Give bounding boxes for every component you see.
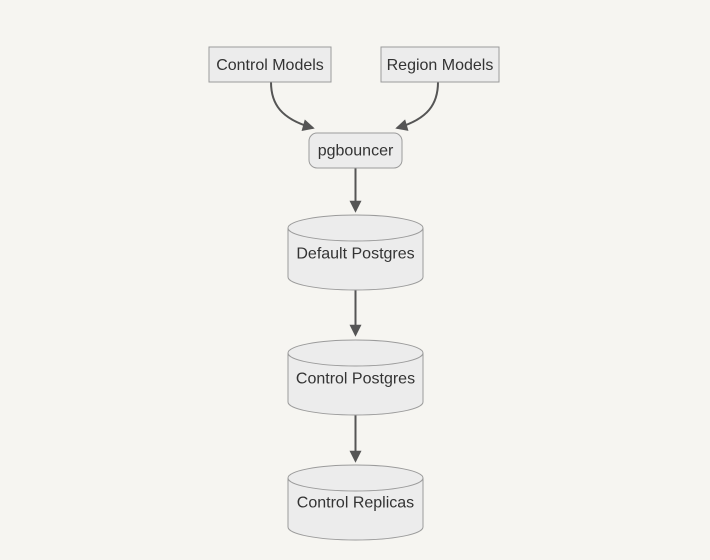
control-replicas-label: Control Replicas	[297, 495, 414, 512]
region-models-box	[380, 46, 500, 83]
pgbouncer-box	[308, 132, 403, 169]
region-models-label: Region Models	[387, 57, 494, 74]
node-control-postgres: Control Postgres	[287, 339, 424, 416]
control-postgres-cylinder-top	[287, 339, 424, 367]
node-control-models: Control Models	[208, 46, 332, 83]
node-default-postgres: Default Postgres	[287, 214, 424, 291]
edges-layer	[270, 81, 439, 463]
control-replicas-cylinder-top	[287, 464, 424, 492]
control-models-label: Control Models	[216, 57, 324, 74]
control-models-box	[208, 46, 332, 83]
node-region-models: Region Models	[380, 46, 500, 83]
control-postgres-cylinder-body	[287, 353, 424, 416]
node-control-replicas: Control Replicas	[287, 464, 424, 541]
edge-control-models-to-pgbouncer	[270, 81, 315, 132]
node-pgbouncer: pgbouncer	[308, 132, 403, 169]
control-replicas-cylinder-body	[287, 478, 424, 541]
default-postgres-label: Default Postgres	[296, 246, 414, 263]
control-postgres-label: Control Postgres	[296, 371, 415, 388]
default-postgres-cylinder-top	[287, 214, 424, 242]
edge-region-models-to-pgbouncer	[395, 81, 439, 131]
pgbouncer-label: pgbouncer	[318, 143, 394, 160]
default-postgres-cylinder-body	[287, 228, 424, 291]
